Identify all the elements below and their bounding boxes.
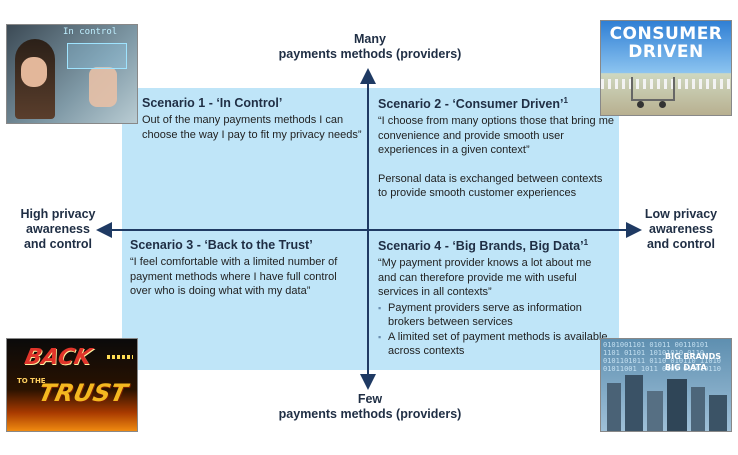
scenario-2: Scenario 2 - ‘Consumer Driven’1 “I choos… [378, 96, 614, 201]
screen-panel [67, 43, 127, 69]
building [647, 391, 663, 431]
axis-right-label: Low privacy awareness and control [644, 207, 718, 251]
axis-left-label: High privacy awareness and control [20, 207, 96, 251]
building [667, 379, 687, 431]
scenario-4-title: Scenario 4 - ‘Big Brands, Big Data’1 [378, 238, 589, 254]
axis-bottom-label: Few payments methods (providers) [278, 392, 462, 421]
in-control-caption: In control [63, 27, 118, 37]
speed-lines [107, 355, 133, 359]
trust-text: TRUST [36, 379, 130, 407]
scenario-3: Scenario 3 - ‘Back to the Trust’ “I feel… [130, 238, 356, 299]
building [709, 395, 727, 431]
scenario-1: Scenario 1 - ‘In Control’ Out of the man… [142, 96, 364, 142]
consumer-driven-caption: CONSUMER DRIVEN [609, 24, 723, 62]
cart-wheel [637, 101, 644, 108]
scenario-4-bullet-2: A limited set of payment methods is avai… [378, 330, 610, 359]
scenario-2-quote: “I choose from many options those that b… [378, 115, 615, 157]
axis-top-label: Many payments methods (providers) [278, 32, 462, 61]
back-text: BACK [22, 345, 94, 370]
scenario-4: Scenario 4 - ‘Big Brands, Big Data’1 “My… [378, 238, 610, 359]
cart-wheel [659, 101, 666, 108]
face-shape [21, 57, 47, 87]
scenario-1-title: Scenario 1 - ‘In Control’ [142, 96, 283, 110]
in-control-image: In control [6, 24, 138, 124]
scenario-2-title: Scenario 2 - ‘Consumer Driven’1 [378, 96, 568, 112]
building [625, 375, 643, 431]
to-the-text: TO THE [17, 377, 46, 385]
scenario-4-bullet-1: Payment providers serve as information b… [378, 301, 610, 330]
building [691, 387, 705, 431]
scenario-3-quote: “I feel comfortable with a limited numbe… [130, 256, 338, 297]
fence [601, 79, 731, 89]
consumer-driven-image: CONSUMER DRIVEN [600, 20, 732, 116]
scenario-4-quote: “My payment provider knows a lot about m… [378, 257, 592, 299]
big-data-caption: BIG BRANDS BIG DATA [665, 352, 721, 372]
scenario-3-title: Scenario 3 - ‘Back to the Trust’ [130, 238, 313, 252]
big-data-image: 0101001101 01011 00110101 1101 01101 101… [600, 338, 732, 432]
shopping-cart-icon [631, 77, 675, 101]
back-to-trust-image: BACK TO THE TRUST [6, 338, 138, 432]
scenario-2-note: Personal data is exchanged between conte… [378, 172, 603, 200]
hand-shape [89, 67, 117, 107]
scenario-1-quote: Out of the many payments methods I can c… [142, 114, 362, 141]
binary-pattern: 0101001101 01011 00110101 1101 01101 101… [603, 341, 722, 373]
building [607, 383, 621, 431]
